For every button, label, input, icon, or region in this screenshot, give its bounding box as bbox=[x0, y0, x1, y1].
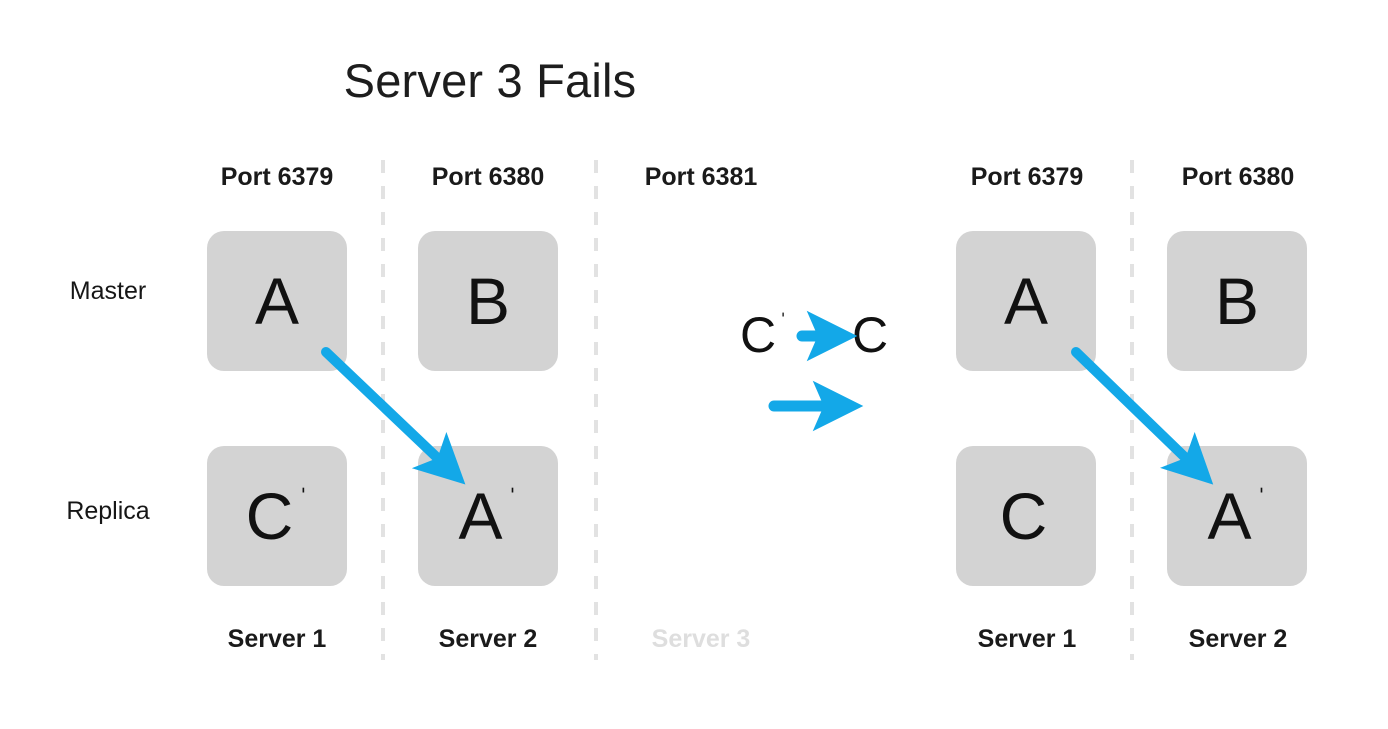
row-label-replica: Replica bbox=[66, 497, 150, 525]
port-label-before-2: Port 6380 bbox=[431, 163, 545, 191]
node-box-master-server1-after[interactable]: A bbox=[956, 231, 1096, 371]
page-title: Server 3 Fails bbox=[343, 54, 637, 107]
row-label-master: Master bbox=[69, 277, 147, 305]
column-divider bbox=[1130, 160, 1134, 660]
node-box-master-server2-before[interactable]: B bbox=[418, 231, 558, 371]
node-label: A bbox=[254, 264, 300, 338]
server-label-before-3-failed: Server 3 bbox=[651, 625, 751, 653]
node-label: C bbox=[999, 479, 1048, 553]
node-label: A bbox=[1003, 264, 1049, 338]
transition-to-label: C bbox=[852, 307, 889, 363]
port-label-before-1: Port 6379 bbox=[220, 163, 334, 191]
port-label-after-2: Port 6380 bbox=[1181, 163, 1295, 191]
node-label: B bbox=[465, 264, 511, 338]
node-box-replica-server1-after[interactable]: C bbox=[956, 446, 1096, 586]
column-divider bbox=[381, 160, 385, 660]
server-label-after-1: Server 1 bbox=[977, 625, 1077, 653]
server-label-before-1: Server 1 bbox=[227, 625, 327, 653]
server-label-after-2: Server 2 bbox=[1188, 625, 1288, 653]
port-label-before-3: Port 6381 bbox=[644, 163, 758, 191]
server-label-before-2: Server 2 bbox=[438, 625, 538, 653]
node-box-master-server2-after[interactable]: B bbox=[1167, 231, 1307, 371]
column-divider bbox=[594, 160, 598, 660]
node-box-master-server1-before[interactable]: A bbox=[207, 231, 347, 371]
port-label-after-1: Port 6379 bbox=[970, 163, 1084, 191]
node-label: B bbox=[1214, 264, 1260, 338]
